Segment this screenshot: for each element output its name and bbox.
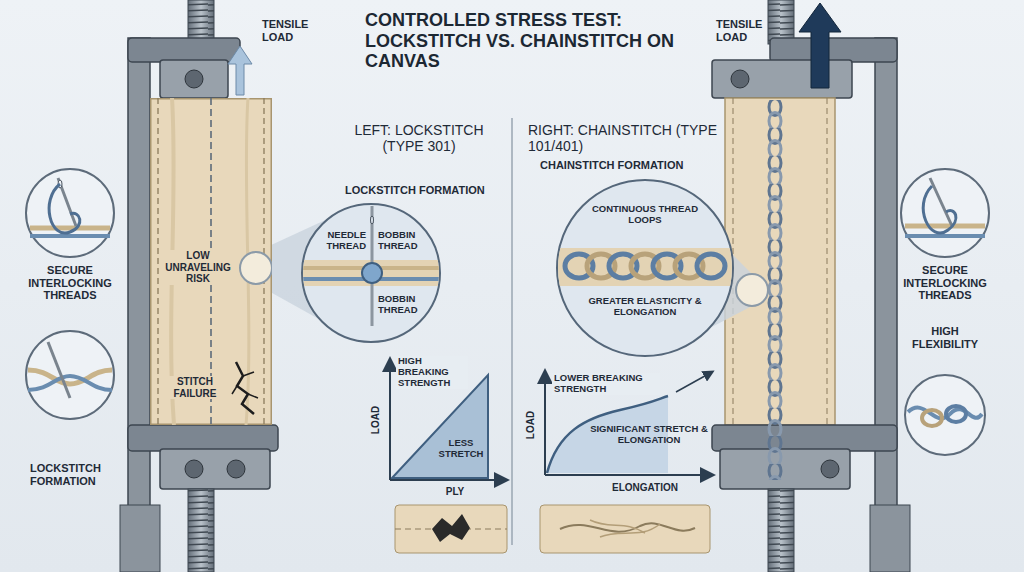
chart-note: HIGH BREAKING STRENGTH bbox=[396, 356, 468, 389]
test-rig-illustration-part bbox=[799, 3, 841, 88]
failure-note: STITCH FAILURE bbox=[162, 376, 228, 399]
test-rig-illustration-part bbox=[676, 372, 712, 392]
test-rig-illustration-part bbox=[26, 169, 114, 257]
section-heading: RIGHT: CHAINSTITCH (TYPE 101/401) bbox=[528, 122, 728, 154]
test-rig-illustration-part bbox=[590, 520, 660, 537]
canvas-strip: LOW UNRAVELING RISK STITCH FAILURE bbox=[150, 98, 272, 425]
test-rig-illustration-part bbox=[30, 234, 110, 238]
lockstitch-magnifier-shape-part bbox=[300, 206, 442, 326]
test-rig-illustration-part bbox=[770, 38, 897, 62]
chainstitch-magnifier-shape-part-part bbox=[555, 248, 735, 286]
thread-label: NEEDLE THREAD bbox=[320, 230, 366, 252]
lockstitch-magnifier: NEEDLE THREAD BOBBIN THREAD BOBBIN THREAD bbox=[300, 202, 442, 344]
test-rig-illustration-part bbox=[128, 425, 278, 451]
test-rig-illustration-part bbox=[545, 474, 712, 476]
test-rig-illustration-part bbox=[540, 505, 710, 553]
test-rig-illustration-part bbox=[185, 70, 203, 88]
test-rig-illustration-part bbox=[392, 375, 488, 478]
test-rig-illustration-part bbox=[227, 460, 245, 478]
test-rig-illustration-part bbox=[712, 60, 852, 98]
lockstitch-magnifier-shape bbox=[300, 202, 442, 344]
test-rig-illustration-part bbox=[228, 46, 252, 95]
lockstitch-magnifier-shape-part-part bbox=[362, 263, 382, 283]
test-rig-illustration-part bbox=[712, 425, 897, 451]
test-rig-illustration-part bbox=[768, 489, 794, 572]
test-rig-illustration-part bbox=[30, 226, 110, 231]
section-heading: LEFT: LOCKSTITCH (TYPE 301) bbox=[338, 122, 500, 154]
test-rig-illustration-part bbox=[901, 169, 989, 257]
formation-label: LOCKSTITCH FORMATION bbox=[30, 462, 115, 487]
test-rig-illustration-part bbox=[905, 234, 985, 238]
test-rig-illustration-part bbox=[28, 376, 112, 390]
test-rig-illustration-part bbox=[827, 98, 828, 425]
test-rig-illustration-part bbox=[821, 460, 839, 478]
chainstitch-magnifier: CONTINUOUS THREAD LOOPS GREATER ELASTICIT… bbox=[555, 178, 735, 358]
test-rig-illustration-part bbox=[432, 514, 470, 542]
test-rig-illustration-part bbox=[544, 372, 546, 475]
strip-note: LOW UNRAVELING RISK bbox=[162, 250, 234, 285]
test-rig-illustration-part bbox=[188, 489, 214, 572]
test-rig-illustration-part bbox=[390, 479, 506, 481]
chainstitch-magnifier-shape-part bbox=[555, 248, 735, 286]
test-rig-illustration-part bbox=[560, 523, 695, 531]
feature-label: SECURE INTERLOCKING THREADS bbox=[20, 264, 120, 302]
formation-label: CHAINSTITCH FORMATION bbox=[540, 159, 720, 172]
canvas-strip-shape-part bbox=[240, 252, 272, 284]
lockstitch-magnifier-shape-part-part bbox=[300, 260, 442, 286]
test-rig-illustration-part bbox=[905, 375, 985, 455]
axis-label: ELONGATION bbox=[590, 482, 700, 494]
formation-label: LOCKSTITCH FORMATION bbox=[345, 184, 505, 197]
thread-label: BOBBIN THREAD bbox=[378, 294, 426, 316]
axis-label: LOAD bbox=[525, 411, 537, 439]
loop-label: CONTINUOUS THREAD LOOPS bbox=[585, 204, 705, 226]
diagram-title: CONTROLLED STRESS TEST: LOCKSTITCH VS. C… bbox=[365, 10, 695, 72]
test-rig-illustration-part bbox=[128, 38, 240, 62]
test-rig-illustration-part bbox=[49, 184, 80, 233]
chart-note: SIGNIFICANT STRETCH & ELONGATION bbox=[590, 424, 708, 446]
test-rig-illustration-part bbox=[160, 449, 270, 489]
test-rig-illustration-part bbox=[946, 406, 966, 422]
axis-label: PLY bbox=[430, 486, 480, 498]
canvas-strip-shape-part bbox=[157, 98, 158, 425]
load-label: TENSILE LOAD bbox=[262, 18, 318, 43]
test-rig-illustration-part bbox=[120, 505, 160, 572]
test-rig-illustration-part bbox=[188, 489, 214, 572]
load-label: TENSILE LOAD bbox=[716, 18, 766, 43]
test-rig-illustration-part bbox=[511, 118, 513, 545]
chart-note: LOWER BREAKING STRENGTH bbox=[552, 373, 660, 395]
test-rig-illustration-part bbox=[26, 331, 114, 419]
test-rig-illustration-part bbox=[731, 70, 749, 88]
test-rig-illustration-part bbox=[923, 186, 956, 233]
chart-note: LESS STRETCH bbox=[436, 438, 486, 460]
test-rig-illustration-part bbox=[395, 505, 507, 553]
feature-label: SECURE INTERLOCKING THREADS bbox=[895, 264, 995, 302]
canvas-strip-shape-part bbox=[151, 99, 272, 425]
test-rig-illustration-part bbox=[922, 410, 942, 426]
test-rig-illustration-part bbox=[48, 342, 70, 398]
test-rig-illustration-part bbox=[768, 489, 794, 572]
lockstitch-magnifier-shape-part-part bbox=[371, 216, 374, 224]
canvas-strip-shape-part bbox=[236, 362, 254, 414]
test-rig-illustration-part bbox=[870, 505, 910, 572]
test-rig-illustration-part bbox=[736, 274, 768, 306]
feature-label: HIGH FLEXIBILITY bbox=[900, 325, 990, 350]
test-rig-illustration-part bbox=[905, 224, 985, 229]
test-rig-illustration-part bbox=[185, 460, 203, 478]
test-rig-illustration-part bbox=[930, 178, 952, 226]
test-rig-illustration-part bbox=[160, 60, 228, 98]
axis-label: LOAD bbox=[370, 406, 382, 434]
thread-label: BOBBIN THREAD bbox=[378, 230, 426, 252]
chainstitch-magnifier-shape-part-part bbox=[697, 254, 725, 278]
canvas-strip-shape-part bbox=[232, 372, 258, 398]
test-rig-illustration-part bbox=[389, 360, 391, 480]
property-label: GREATER ELASTICITY & ELONGATION bbox=[583, 296, 707, 318]
